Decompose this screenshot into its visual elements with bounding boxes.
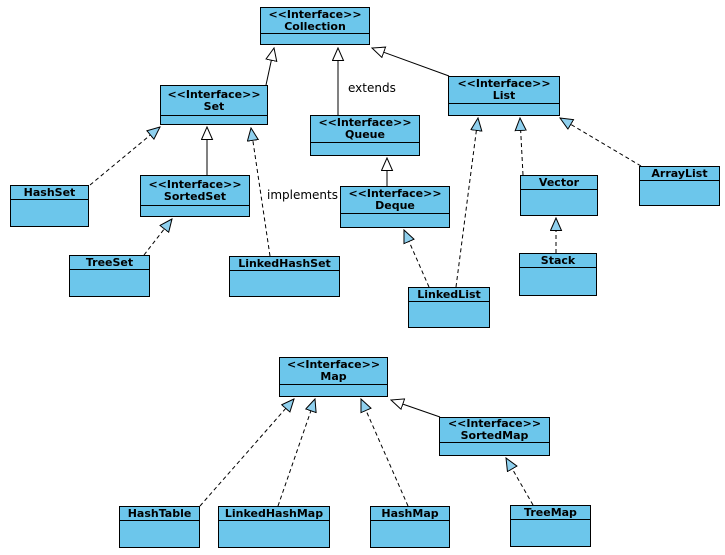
class-title-compartment: TreeMap	[511, 506, 590, 520]
class-title-compartment: Stack	[520, 254, 596, 268]
class-box-hashmap: HashMap	[370, 506, 450, 548]
edge-hashtable-map	[199, 399, 294, 507]
class-name-label: Stack	[540, 253, 576, 267]
stereotype-label: <<Interface>>	[447, 417, 542, 430]
class-box-collection: <<Interface>>Collection	[260, 7, 370, 45]
class-title-compartment: <<Interface>>SortedMap	[440, 418, 549, 443]
attributes-compartment	[161, 116, 267, 124]
edge-linkedhashmap-map	[277, 399, 315, 507]
edge-treemap-sortedmap	[506, 458, 534, 506]
attributes-compartment	[219, 521, 329, 547]
class-title-compartment: <<Interface>>SortedSet	[141, 176, 249, 206]
class-title-compartment: ArrayList	[640, 167, 719, 181]
class-name-label: Set	[203, 99, 225, 113]
class-box-sortedmap: <<Interface>>SortedMap	[439, 417, 550, 456]
class-name-label: HashTable	[127, 506, 192, 520]
class-name-label: Map	[320, 370, 347, 383]
class-box-set: <<Interface>>Set	[160, 85, 268, 125]
edge-sortedmap-map	[391, 400, 441, 418]
class-name-label: Collection	[284, 19, 346, 33]
class-box-hashset: HashSet	[10, 185, 89, 227]
class-title-compartment: Vector	[521, 176, 597, 190]
attributes-compartment	[70, 270, 149, 296]
stereotype-label: <<Interface>>	[348, 187, 442, 200]
class-box-treeset: TreeSet	[69, 255, 150, 297]
class-box-sortedset: <<Interface>>SortedSet	[140, 175, 250, 217]
edge-set-collection	[266, 48, 274, 86]
class-box-linkedlist: LinkedList	[408, 287, 490, 328]
extends-label: extends	[348, 81, 396, 95]
class-box-map: <<Interface>>Map	[279, 357, 388, 397]
class-name-label: TreeSet	[85, 255, 134, 269]
attributes-compartment	[440, 443, 549, 455]
class-name-label: ArrayList	[651, 166, 708, 180]
class-box-treemap: TreeMap	[510, 505, 591, 547]
class-box-hashtable: HashTable	[119, 506, 200, 548]
edge-treeset-sortedset	[143, 219, 172, 256]
class-box-stack: Stack	[519, 253, 597, 296]
class-title-compartment: LinkedHashMap	[219, 507, 329, 521]
attributes-compartment	[311, 143, 419, 155]
class-name-label: HashMap	[381, 506, 439, 520]
class-box-list: <<Interface>>List	[448, 76, 560, 116]
attributes-compartment	[511, 520, 590, 546]
class-name-label: HashSet	[23, 185, 76, 199]
class-name-label: LinkedHashSet	[238, 256, 331, 270]
implements-label: implements	[267, 188, 338, 202]
class-title-compartment: HashSet	[11, 186, 88, 200]
class-name-label: Vector	[538, 175, 580, 189]
class-title-compartment: LinkedHashSet	[230, 257, 339, 271]
attributes-compartment	[521, 190, 597, 215]
class-title-compartment: HashTable	[120, 507, 199, 521]
edge-list-collection	[372, 48, 450, 77]
class-box-vector: Vector	[520, 175, 598, 216]
class-title-compartment: LinkedList	[409, 288, 489, 302]
class-box-linkedhashmap: LinkedHashMap	[218, 506, 330, 548]
attributes-compartment	[120, 521, 199, 547]
class-title-compartment: <<Interface>>Collection	[261, 8, 369, 34]
class-title-compartment: <<Interface>>List	[449, 77, 559, 104]
class-name-label: TreeMap	[524, 505, 577, 519]
class-box-deque: <<Interface>>Deque	[340, 186, 450, 228]
class-name-label: Queue	[345, 128, 385, 141]
class-box-arraylist: ArrayList	[639, 166, 720, 206]
class-name-label: List	[492, 89, 516, 102]
stereotype-label: <<Interface>>	[268, 7, 362, 21]
class-name-label: SortedMap	[460, 429, 529, 442]
stereotype-label: <<Interface>>	[167, 87, 261, 101]
attributes-compartment	[640, 181, 719, 205]
attributes-compartment	[341, 214, 449, 227]
edge-arraylist-list	[560, 118, 642, 167]
attributes-compartment	[141, 206, 249, 216]
class-name-label: SortedSet	[163, 189, 227, 203]
edge-vector-list	[520, 118, 523, 176]
stereotype-label: <<Interface>>	[457, 77, 551, 90]
stereotype-label: <<Interface>>	[148, 177, 242, 191]
attributes-compartment	[409, 302, 489, 327]
attributes-compartment	[11, 200, 88, 226]
edge-hashmap-map	[361, 399, 409, 507]
stereotype-label: <<Interface>>	[318, 116, 412, 129]
class-title-compartment: HashMap	[371, 507, 449, 521]
class-title-compartment: <<Interface>>Deque	[341, 187, 449, 214]
class-title-compartment: <<Interface>>Set	[161, 86, 267, 116]
edge-linkedlist-deque	[404, 230, 430, 288]
attributes-compartment	[261, 34, 369, 44]
class-name-label: Deque	[375, 199, 415, 212]
attributes-compartment	[230, 271, 339, 296]
class-title-compartment: <<Interface>>Map	[280, 358, 387, 385]
class-title-compartment: <<Interface>>Queue	[311, 116, 419, 143]
class-box-linkedhashset: LinkedHashSet	[229, 256, 340, 297]
attributes-compartment	[280, 385, 387, 396]
attributes-compartment	[520, 268, 596, 295]
attributes-compartment	[449, 104, 559, 115]
class-name-label: LinkedList	[417, 287, 481, 301]
edge-linkedlist-list	[455, 118, 478, 288]
class-box-queue: <<Interface>>Queue	[310, 115, 420, 156]
class-name-label: LinkedHashMap	[224, 506, 324, 520]
attributes-compartment	[371, 521, 449, 547]
class-title-compartment: TreeSet	[70, 256, 149, 270]
stereotype-label: <<Interface>>	[286, 358, 381, 371]
